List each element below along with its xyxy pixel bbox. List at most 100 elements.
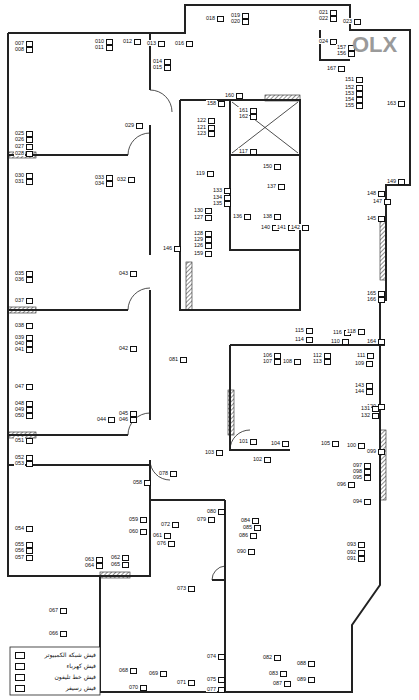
callout-number: 013: [146, 40, 157, 46]
callout-number: 027: [14, 143, 25, 149]
outlet-symbol: [384, 199, 391, 205]
callout-number: 082: [262, 654, 273, 660]
callout-number: 166: [366, 296, 377, 302]
outlet-symbol: [294, 359, 301, 365]
callout-number: 086: [238, 532, 249, 538]
callout-number: 088: [296, 660, 307, 666]
callout-number: 051: [14, 437, 25, 443]
outlet-symbol: [130, 417, 137, 423]
outlet-symbol: [26, 179, 33, 185]
outlet-symbol: [244, 214, 251, 220]
callout-number: 008: [14, 46, 25, 52]
outlet-symbol: [168, 541, 175, 547]
callout-number: 036: [14, 276, 25, 282]
outlet-symbol: [26, 151, 33, 157]
callout-number: 046: [118, 416, 129, 422]
outlet-symbol: [306, 337, 313, 343]
callout-number: 053: [14, 460, 25, 466]
outlet-symbol: [26, 438, 33, 444]
outlet-symbol: [134, 39, 141, 45]
outlet-symbol: [302, 225, 309, 231]
callout-number: 132: [360, 412, 371, 418]
outlet-symbol: [60, 608, 67, 614]
legend-symbol: [15, 685, 25, 692]
outlet-symbol: [217, 16, 224, 22]
callout-number: 126: [193, 242, 204, 248]
callout-number: 162: [238, 113, 249, 119]
callout-number: 080: [206, 508, 217, 514]
callout-number: 029: [124, 122, 135, 128]
outlet-symbol: [60, 631, 67, 637]
outlet-symbol: [364, 499, 371, 505]
callout-number: 105: [320, 440, 331, 446]
callout-number: 151: [344, 76, 355, 82]
outlet-symbol: [26, 548, 33, 554]
outlet-symbol: [26, 384, 33, 390]
callout-number: 032: [116, 176, 127, 182]
callout-number: 114: [294, 336, 305, 342]
outlet-symbol: [358, 550, 365, 556]
outlet-symbol: [398, 179, 405, 185]
callout-number: 047: [14, 383, 25, 389]
outlet-symbol: [140, 685, 147, 691]
outlet-symbol: [160, 671, 167, 677]
callout-number: 135: [212, 200, 223, 206]
watermark: OLX: [352, 32, 397, 58]
callout-number: 138: [262, 213, 273, 219]
callout-number: 062: [110, 554, 121, 560]
outlet-symbol: [338, 66, 345, 72]
outlet-symbol: [364, 469, 371, 475]
callout-number: 072: [160, 521, 171, 527]
callout-number: 018: [205, 15, 216, 21]
callout-number: 090: [236, 548, 247, 554]
outlet-symbol: [306, 328, 313, 334]
callout-number: 131: [360, 405, 371, 411]
outlet-symbol: [26, 461, 33, 467]
callout-number: 064: [84, 562, 95, 568]
callout-number: 083: [268, 670, 279, 676]
outlet-symbol: [26, 347, 33, 353]
callout-number: 085: [242, 524, 253, 530]
callout-number: 123: [196, 130, 207, 136]
outlet-symbol: [372, 406, 379, 412]
callout-number: 101: [238, 438, 249, 444]
outlet-symbol: [26, 277, 33, 283]
callout-number: 137: [266, 183, 277, 189]
outlet-symbol: [356, 77, 363, 83]
outlet-symbol: [332, 441, 339, 447]
outlet-symbol: [308, 677, 315, 683]
callout-number: 065: [110, 561, 121, 567]
outlet-symbol: [282, 441, 289, 447]
callout-number: 023: [342, 18, 353, 24]
outlet-symbol: [218, 677, 225, 683]
outlet-symbol: [398, 101, 405, 107]
callout-number: 070: [128, 684, 139, 690]
callout-number: 115: [294, 327, 305, 333]
outlet-symbol: [378, 449, 385, 455]
outlet-symbol: [26, 323, 33, 329]
outlet-symbol: [128, 177, 135, 183]
outlet-symbol: [367, 353, 374, 359]
outlet-symbol: [378, 216, 385, 222]
callout-number: 091: [346, 555, 357, 561]
callout-number: 054: [14, 525, 25, 531]
callout-number: 073: [176, 585, 187, 591]
outlet-symbol: [158, 41, 165, 47]
outlet-symbol: [218, 509, 225, 515]
callout-number: 060: [128, 528, 139, 534]
callout-number: 078: [158, 470, 169, 476]
callout-number: 058: [132, 479, 143, 485]
outlet-symbol: [242, 19, 249, 25]
callout-number: 041: [14, 346, 25, 352]
callout-number: 093: [346, 541, 357, 547]
callout-number: 037: [14, 297, 25, 303]
callout-number: 081: [168, 356, 179, 362]
callout-number: 077: [206, 686, 217, 692]
legend-symbol: [15, 674, 25, 681]
outlet-symbol: [26, 298, 33, 304]
outlet-symbol: [378, 339, 385, 345]
outlet-symbol: [252, 518, 259, 524]
outlet-symbol: [205, 208, 212, 214]
callout-number: 163: [386, 100, 397, 106]
outlet-symbol: [136, 123, 143, 129]
